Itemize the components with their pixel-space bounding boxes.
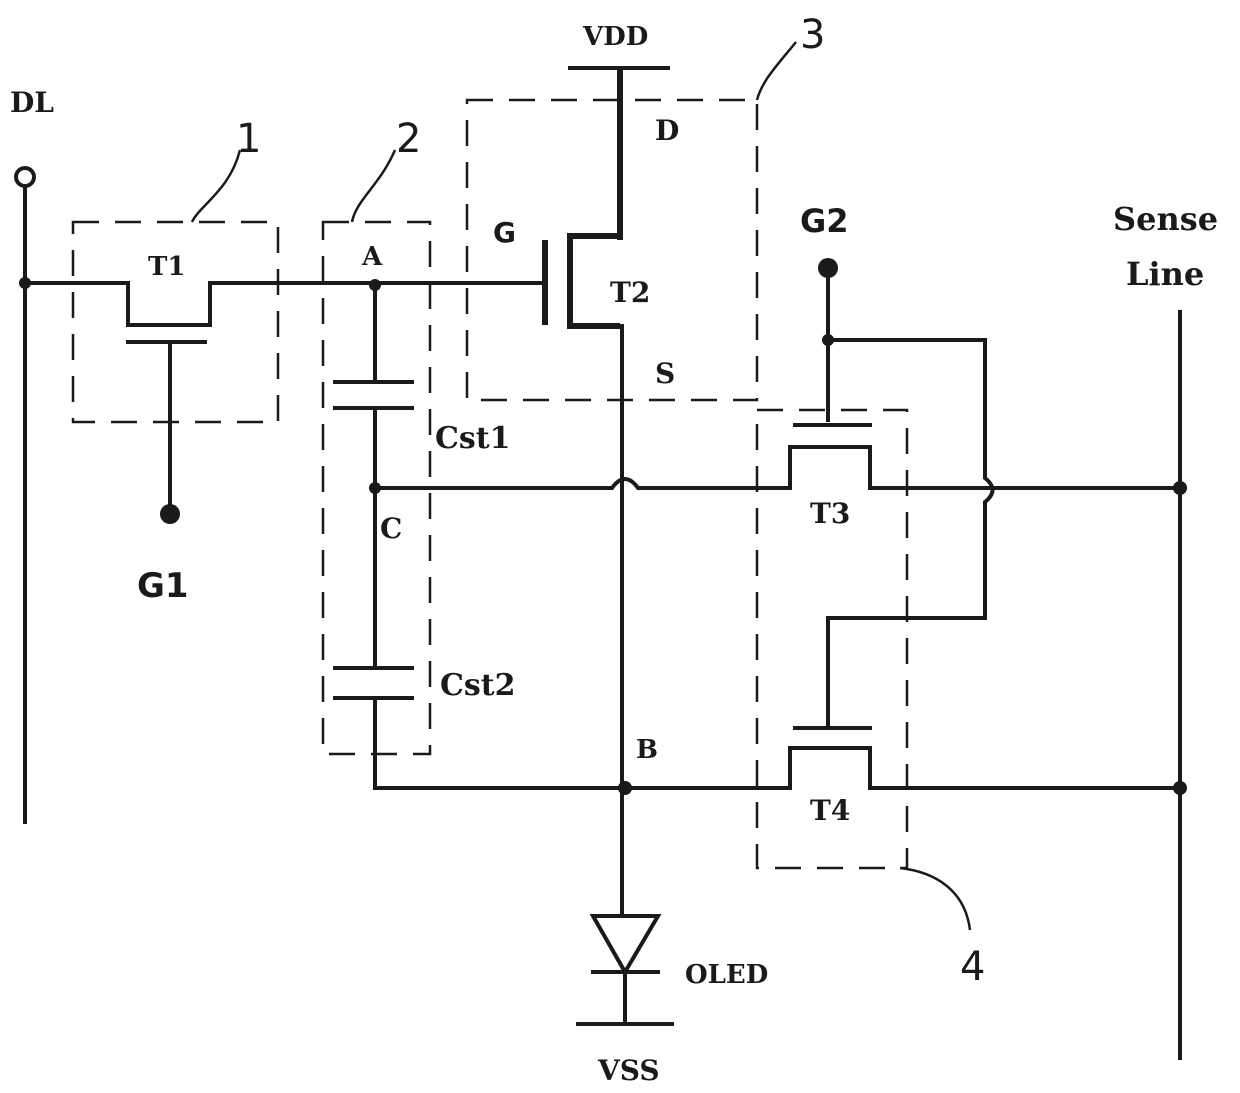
cst1-label: Cst1 (435, 421, 511, 456)
node-a-label: A (361, 242, 383, 272)
cst2-label: Cst2 (440, 668, 516, 703)
t4-label: T4 (810, 794, 850, 827)
node-b-label: B (636, 735, 658, 765)
dl-label: DL (10, 86, 54, 119)
node-c-line (375, 479, 790, 488)
t3-channel (760, 447, 1180, 488)
region-4-leader (900, 868, 970, 930)
t4-channel (760, 748, 1180, 788)
region-4-number: 4 (960, 944, 985, 990)
d-label: D (655, 114, 679, 147)
t1-label: T1 (148, 252, 185, 282)
node-b-junction (618, 781, 632, 795)
line-label: Line (1126, 255, 1204, 293)
region-1-leader (192, 150, 240, 222)
g2-label: G2 (800, 202, 849, 240)
g2-to-t4-gate (828, 340, 993, 726)
node-c-label: C (380, 512, 402, 545)
region-3-leader (757, 42, 796, 100)
sense-t4-junction (1173, 781, 1187, 795)
g-label: G (493, 216, 516, 249)
vdd-label: VDD (582, 22, 648, 52)
oled-label: OLED (685, 960, 768, 990)
vss-label: VSS (597, 1054, 660, 1087)
region-3-number: 3 (800, 12, 825, 58)
t2-label: T2 (610, 276, 650, 309)
region-1-number: 1 (236, 116, 261, 162)
s-label: S (655, 357, 675, 390)
g1-label: G1 (137, 566, 189, 606)
sense-t3-junction (1173, 481, 1187, 495)
oled-diode-triangle (593, 916, 658, 972)
sense-label: Sense (1113, 200, 1218, 238)
t3-label: T3 (810, 497, 850, 530)
dl-terminal (16, 168, 34, 186)
cst2-bottom-lead (375, 698, 790, 788)
region-2-leader (352, 150, 395, 222)
g1-terminal (160, 504, 180, 524)
region-3-box (467, 100, 757, 400)
region-2-number: 2 (396, 116, 421, 162)
